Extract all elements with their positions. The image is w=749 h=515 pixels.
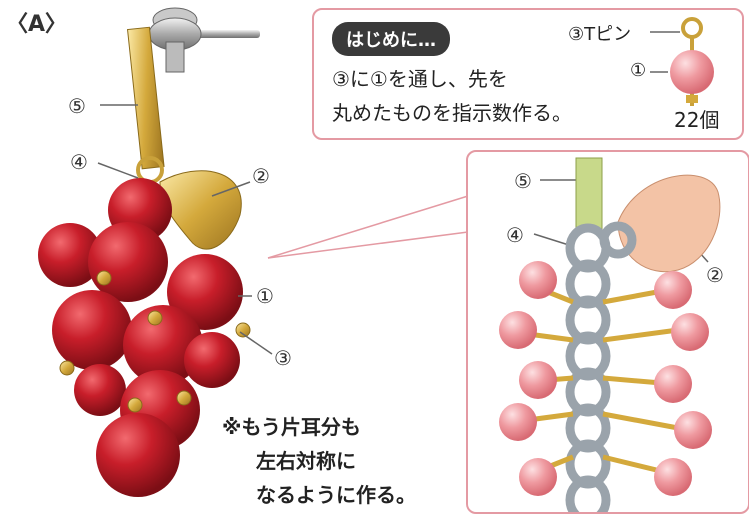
- gold-bar: [126, 26, 165, 170]
- red-bead-cluster: [38, 178, 251, 497]
- bead-count: 22個: [674, 108, 720, 132]
- callout-lines: [97, 104, 273, 355]
- callout-4: ④: [70, 150, 88, 174]
- bead-label: ①: [630, 60, 647, 81]
- earring-post: [148, 7, 260, 73]
- detail-callout-2: ②: [706, 263, 724, 287]
- note-line-1: ※もう片耳分も: [222, 415, 361, 439]
- assembly-diagram: ⑤ ④ ②: [499, 157, 724, 512]
- note-line-2: 左右対称に: [256, 449, 356, 473]
- intro-box: はじめに… ③に①を通し、先を 丸めたものを指示数作る。 ③Tピン ① 22個: [312, 8, 744, 140]
- callout-5: ⑤: [68, 94, 86, 118]
- note-line-3: なるように作る。: [256, 483, 416, 507]
- detail-callout-4: ④: [506, 223, 524, 247]
- gold-leaf: [159, 170, 242, 250]
- intro-text: ③に①を通し、先を 丸めたものを指示数作る。: [332, 62, 572, 130]
- detail-box: ⑤ ④ ②: [466, 150, 749, 514]
- tpin-bead-icon: [650, 17, 714, 106]
- tpin-label: ③Tピン: [568, 24, 632, 45]
- intro-line-2: 丸めたものを指示数作る。: [332, 101, 572, 125]
- detail-callout-5: ⑤: [514, 169, 532, 193]
- note: ※もう片耳分も 左右対称に なるように作る。: [222, 410, 416, 512]
- intro-line-1: ③に①を通し、先を: [332, 67, 508, 91]
- callout-2: ②: [252, 164, 270, 188]
- zoom-lines: [267, 195, 469, 259]
- figure-label: 〈A〉: [6, 12, 68, 37]
- callout-3: ③: [274, 346, 292, 370]
- callout-1: ①: [256, 284, 274, 308]
- intro-tag: はじめに…: [332, 22, 450, 56]
